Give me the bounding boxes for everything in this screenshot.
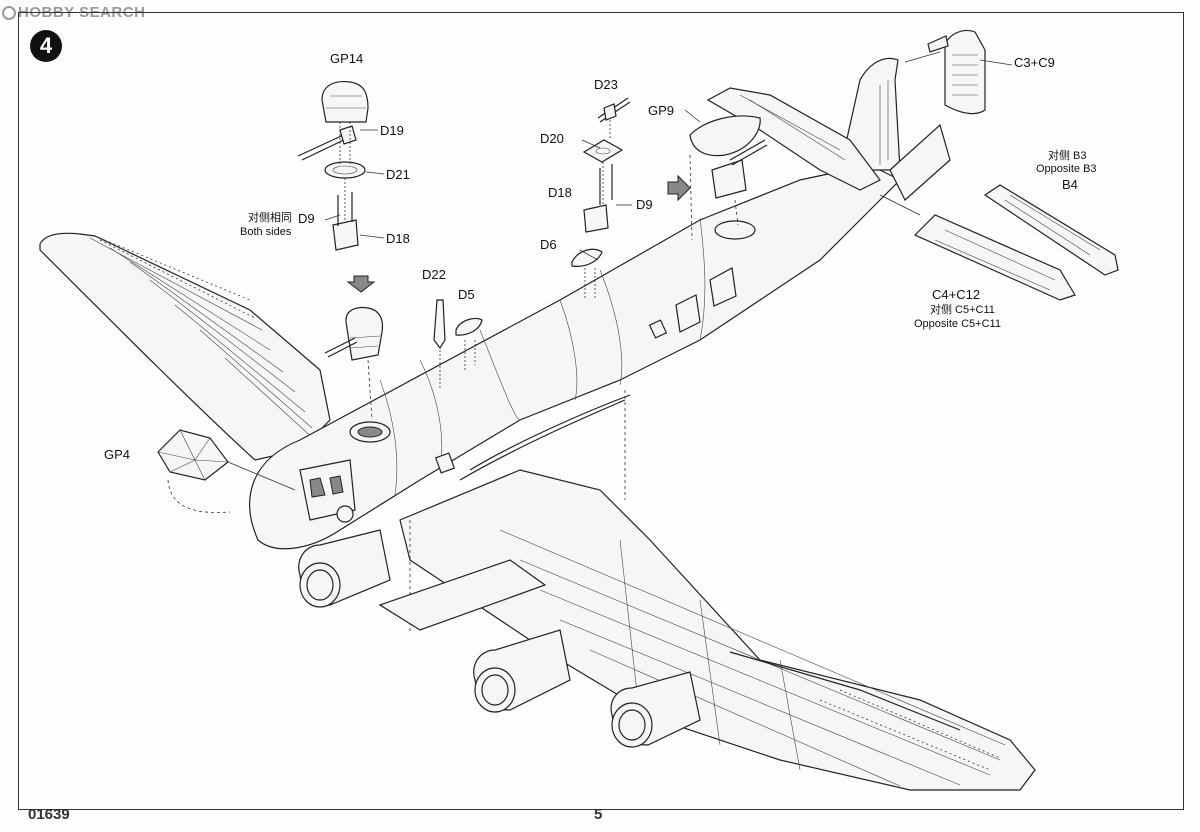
elevator-parts [879,184,1119,301]
right-wing [399,469,1036,791]
page-number: 5 [594,806,603,823]
label-d18-left: D18 [386,231,410,246]
label-d19: D19 [380,123,404,138]
rudder-part [904,29,1013,115]
waist-gun-parts [571,97,632,300]
label-gp9: GP9 [648,103,675,118]
step-number-badge: 4 [30,30,62,62]
label-d23: D23 [594,77,618,92]
label-d9-mid: D9 [636,197,653,212]
assembly-guides [378,390,626,632]
mid-dorsal-parts [433,299,483,390]
label-d5: D5 [458,287,475,302]
page-frame [18,12,1184,810]
label-c5-c11-en: Opposite C5+C11 [914,318,1001,330]
dorsal-turret-subassembly [297,80,385,421]
label-d20: D20 [540,131,564,146]
label-b3-cn: 对侧 B3 [1048,150,1087,162]
label-both-sides-cn: 对侧相同 [248,212,292,224]
label-b4: B4 [1062,177,1078,192]
left-wing [39,232,331,461]
kit-number: 01639 [28,806,70,823]
watermark-logo-icon [2,6,16,20]
label-d21: D21 [386,167,410,182]
label-d22: D22 [422,267,446,282]
label-c4-c12: C4+C12 [932,287,981,302]
label-d18-mid: D18 [548,185,572,200]
label-c5-c11-cn: 对侧 C5+C11 [930,304,995,316]
label-d6: D6 [540,237,557,252]
label-gp4: GP4 [104,447,131,462]
tail-assembly [706,57,951,201]
label-b3-en: Opposite B3 [1036,163,1097,175]
fuselage [249,164,902,550]
rear-turret-parts [667,109,768,241]
engine-nacelles [298,529,701,748]
label-d9-left: D9 [298,211,315,226]
label-c3-c9: C3+C9 [1014,55,1055,70]
label-both-sides-en: Both sides [240,226,292,238]
nose-canopy-part [157,429,296,513]
label-gp14: GP14 [330,51,364,66]
